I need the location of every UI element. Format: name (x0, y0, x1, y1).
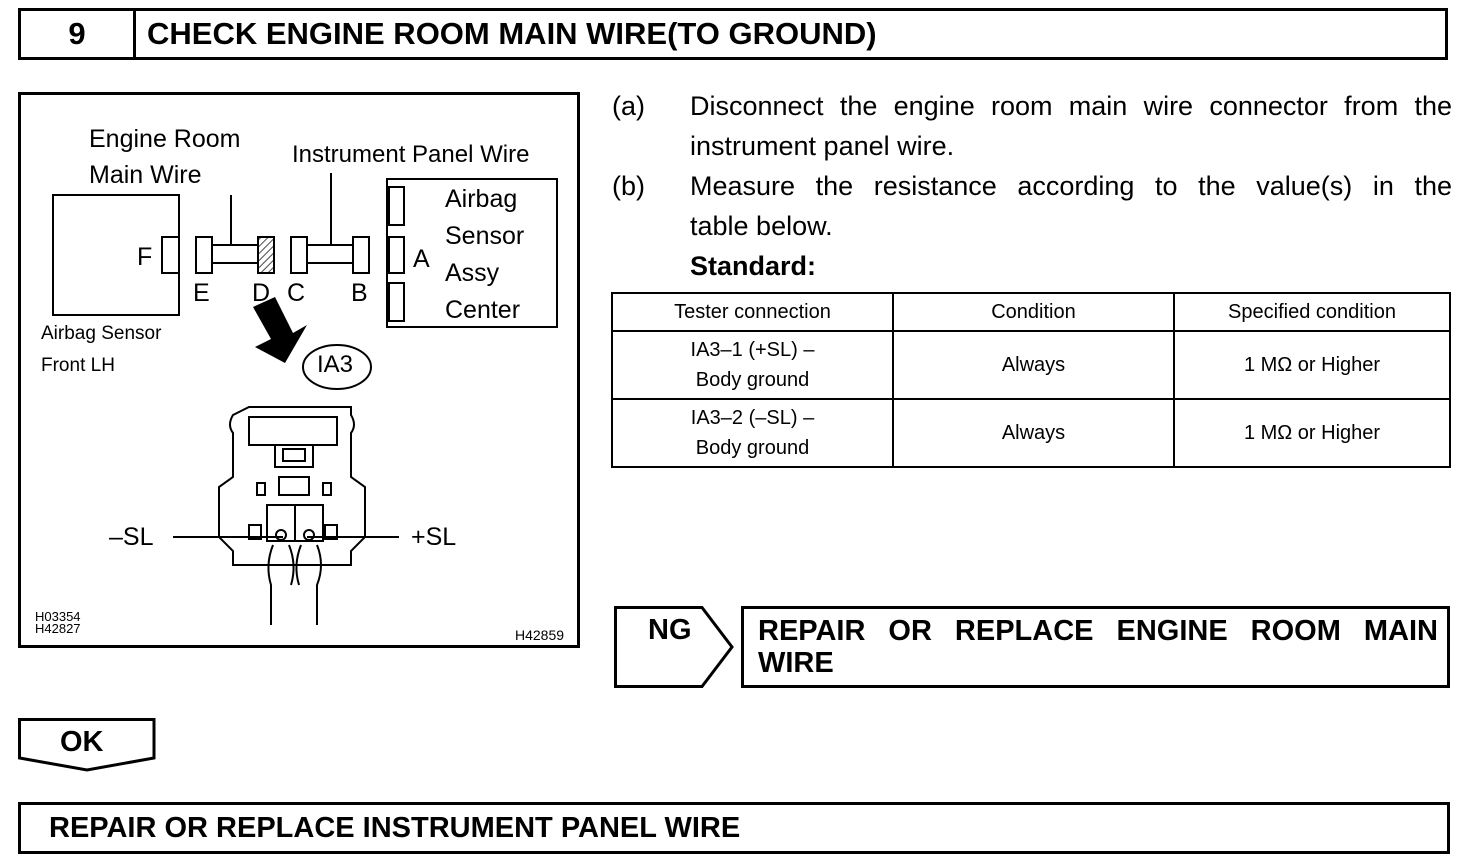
header-condition: Condition (892, 292, 1175, 332)
ia3-ellipse (302, 344, 372, 390)
label-airbag-center-3: Assy (445, 259, 500, 287)
cell-specified: 1 MΩ or Higher (1173, 330, 1451, 400)
label-engine-room-main-wire-2: Main Wire (89, 161, 202, 189)
connector-e (195, 236, 213, 274)
instruction-a-letter: (a) (612, 91, 645, 121)
connector-letter-e: E (193, 279, 210, 307)
cell-connection-line2: Body ground (695, 437, 810, 459)
label-airbag-front-2: Front LH (41, 355, 115, 376)
table-header-row: Tester connection Condition Specified co… (611, 292, 1451, 332)
final-action-text: REPAIR OR REPLACE INSTRUMENT PANEL WIRE (49, 812, 741, 844)
terminal-plus-sl-cavity (294, 504, 324, 542)
table-row: IA3–2 (–SL) – Body ground Always 1 MΩ or… (611, 398, 1451, 468)
label-airbag-center-2: Sensor (445, 222, 525, 250)
cell-specified: 1 MΩ or Higher (1173, 398, 1451, 468)
cell-connection-line2: Body ground (695, 369, 810, 391)
connector-id-label: IA3 (317, 351, 354, 378)
ng-action-text: REPAIR OR REPLACE ENGINE ROOM MAIN WIRE (758, 615, 1438, 679)
ng-arrow-shape (614, 606, 734, 688)
instruction-b-line1: Measure the resistance according to the … (690, 171, 1452, 201)
ng-label: NG (648, 614, 692, 646)
arrow-icon (253, 297, 307, 363)
label-engine-room-main-wire-1: Engine Room (89, 125, 241, 153)
connector-letter-c: C (287, 279, 306, 307)
airbag-sensor-center-box (386, 178, 558, 328)
terminal-minus-sl-label: –SL (109, 523, 154, 551)
standard-label: Standard: (690, 251, 817, 281)
cell-condition: Always (892, 330, 1175, 400)
connector-letter-b: B (351, 279, 368, 307)
label-airbag-front-1: Airbag Sensor (41, 323, 162, 344)
cell-connection: IA3–1 (+SL) – Body ground (611, 330, 894, 400)
figure-code-left-2: H42827 (35, 621, 81, 636)
instruction-b-letter: (b) (612, 171, 645, 201)
connector-c (290, 236, 308, 274)
airbag-sensor-front-box (52, 194, 180, 316)
label-airbag-center-4: Center (445, 296, 521, 324)
terminal-plus-sl-label: +SL (411, 523, 457, 551)
connector-letter-d: D (252, 279, 271, 307)
terminal-minus-sl-cavity (266, 504, 296, 542)
ok-label: OK (60, 726, 104, 758)
cell-connection-line1: IA3–1 (+SL) – (690, 339, 815, 361)
connector-face-outline (218, 406, 366, 566)
cell-connection-line1: IA3–2 (–SL) – (690, 407, 815, 429)
label-instrument-panel-wire: Instrument Panel Wire (292, 141, 530, 168)
connector-letter-a: A (413, 245, 430, 273)
connector-letter-f: F (137, 243, 153, 271)
header-tester-connection: Tester connection (611, 292, 894, 332)
cell-connection: IA3–2 (–SL) – Body ground (611, 398, 894, 468)
spec-table: Tester connection Condition Specified co… (611, 292, 1451, 468)
instruction-a-line1: Disconnect the engine room main wire con… (690, 91, 1452, 121)
ok-arrow-shape (18, 718, 156, 772)
header-specified-condition: Specified condition (1173, 292, 1451, 332)
connector-a (388, 236, 405, 274)
ng-action-box: REPAIR OR REPLACE ENGINE ROOM MAIN WIRE (741, 606, 1450, 688)
figure-code-right: H42859 (515, 627, 565, 643)
connector-f (161, 236, 180, 274)
ok-branch-box: OK (18, 718, 156, 772)
ng-branch-box: NG (614, 606, 734, 688)
instruction-b-line2: table below. (690, 211, 833, 241)
wiring-diagram-drawing (52, 173, 558, 625)
instruction-a-line2: instrument panel wire. (690, 131, 955, 161)
final-action-box: REPAIR OR REPLACE INSTRUMENT PANEL WIRE (18, 802, 1450, 854)
connector-d (257, 236, 275, 274)
step-title: CHECK ENGINE ROOM MAIN WIRE(TO GROUND) (147, 16, 877, 51)
step-header: 9 CHECK ENGINE ROOM MAIN WIRE(TO GROUND) (18, 8, 1448, 60)
cell-condition: Always (892, 398, 1175, 468)
figure-code-left-1: H03354 (35, 609, 81, 624)
wiring-figure: Engine Room Main Wire Instrument Panel W… (18, 92, 580, 648)
table-row: IA3–1 (+SL) – Body ground Always 1 MΩ or… (611, 330, 1451, 400)
label-airbag-center-1: Airbag (445, 185, 518, 213)
connector-b (352, 236, 370, 274)
step-number: 9 (21, 11, 136, 57)
